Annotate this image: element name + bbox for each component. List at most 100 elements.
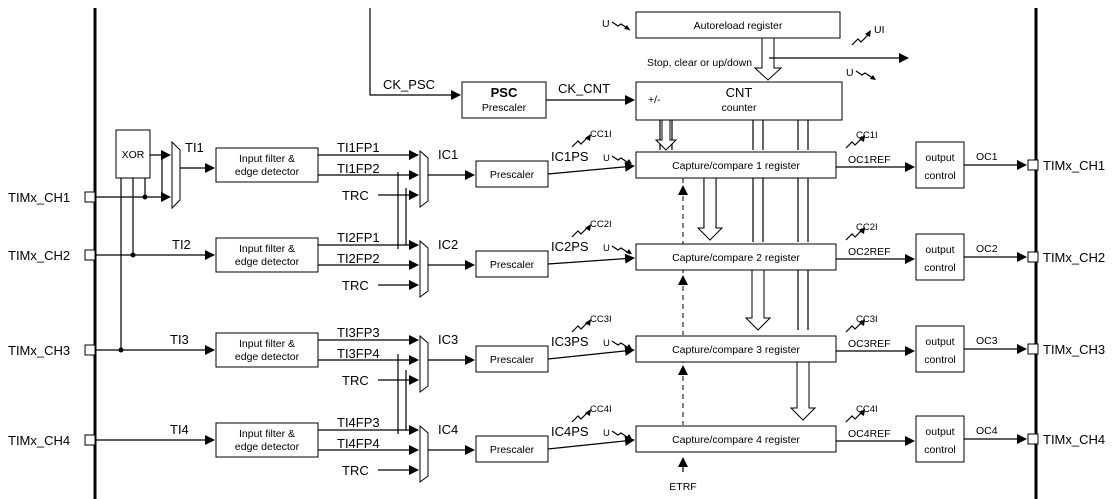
output-pin-box <box>1027 343 1039 355</box>
top-section: CK_PSC PSC Prescaler CK_CNT +/- CNT coun… <box>369 8 909 121</box>
trc-label: TRC <box>342 278 369 293</box>
fp-label-b: TI4FP4 <box>337 436 380 451</box>
oc-label: OC4 <box>976 425 998 437</box>
channel-3 <box>84 319 1039 393</box>
cci-label: CC1I <box>590 129 612 140</box>
output-control-label-1: output <box>925 244 954 256</box>
ic-label: IC4 <box>438 422 458 437</box>
input-pin-box <box>84 191 96 203</box>
xor-block <box>115 129 151 179</box>
ic-select-mux <box>419 424 429 483</box>
u-label: U <box>603 428 610 439</box>
input-pin-box <box>84 249 96 261</box>
channel-2 <box>84 224 1039 298</box>
cci-label: CC4I <box>590 404 612 415</box>
input-pin-label: TIMx_CH2 <box>8 248 70 263</box>
ic-prescaler-label: Prescaler <box>490 444 535 456</box>
icps-label: IC1PS <box>551 149 589 164</box>
etrf-label: ETRF <box>669 481 696 493</box>
filter-label-2: edge detector <box>235 351 300 363</box>
ccreg-label: Capture/compare 3 register <box>672 344 800 356</box>
counter-buses <box>654 119 817 421</box>
input-pin-box <box>84 434 96 446</box>
cci-label: CC3I <box>590 314 612 325</box>
autoreload-label: Autoreload register <box>694 20 783 32</box>
trc-label: TRC <box>342 188 369 203</box>
input-pin-label: TIMx_CH1 <box>8 190 70 205</box>
icps-label: IC2PS <box>551 239 589 254</box>
trc-label: TRC <box>342 463 369 478</box>
fp-label-b: TI3FP4 <box>337 346 380 361</box>
icps-label: IC4PS <box>551 424 589 439</box>
fp-label-b: TI2FP2 <box>337 251 380 266</box>
ic-prescaler-label: Prescaler <box>490 259 535 271</box>
input-filter-block <box>215 237 319 273</box>
output-pin-label: TIMx_CH3 <box>1043 342 1105 357</box>
output-pin-box <box>1027 433 1039 445</box>
ccreg-label: Capture/compare 1 register <box>672 160 800 172</box>
cci-out-label: CC3I <box>856 314 878 325</box>
capture-compare-register <box>635 425 837 453</box>
xor-section: XOR TI1 <box>115 129 215 350</box>
psc-sub-label: Prescaler <box>482 102 527 114</box>
ccreg-label: Capture/compare 2 register <box>672 252 800 264</box>
ic-prescaler-block <box>475 435 549 463</box>
output-control-block <box>915 325 965 373</box>
filter-label-1: Input filter & <box>239 338 295 350</box>
ti1-select-mux <box>171 140 181 210</box>
output-control-label-1: output <box>925 336 954 348</box>
ic-prescaler-label: Prescaler <box>490 169 535 181</box>
output-pin-label: TIMx_CH2 <box>1043 250 1105 265</box>
ocref-label: OC4REF <box>848 428 891 440</box>
fp-label-a: TI2FP1 <box>337 230 380 245</box>
trc-label: TRC <box>342 373 369 388</box>
filter-label-1: Input filter & <box>239 243 295 255</box>
cci-out-label: CC2I <box>856 222 878 233</box>
ti4-label: TI4 <box>170 422 189 437</box>
channel-1 <box>84 134 1039 208</box>
psc-label: PSC <box>491 85 518 100</box>
ti3-label: TI3 <box>170 332 189 347</box>
oc-label: OC1 <box>976 151 998 163</box>
output-control-label-2: control <box>924 354 956 366</box>
filter-label-2: edge detector <box>235 166 300 178</box>
capture-compare-register <box>635 335 837 363</box>
ck-psc-label: CK_PSC <box>383 77 435 92</box>
cci-out-label: CC4I <box>856 404 878 415</box>
output-control-label-1: output <box>925 426 954 438</box>
oc-label: OC3 <box>976 335 998 347</box>
output-control-block <box>915 415 965 463</box>
channel-4 <box>84 409 1039 483</box>
fp-label-a: TI4FP3 <box>337 415 380 430</box>
output-control-label-1: output <box>925 152 954 164</box>
oc-label: OC2 <box>976 243 998 255</box>
autoreload-register <box>635 11 841 39</box>
cci-label: CC2I <box>590 219 612 230</box>
ui-label: UI <box>874 24 885 36</box>
ocref-label: OC1REF <box>848 154 891 166</box>
u-label: U <box>603 153 610 164</box>
ic-label: IC1 <box>438 147 458 162</box>
output-pin-box <box>1027 251 1039 263</box>
input-pin-label: TIMx_CH4 <box>8 433 70 448</box>
stop-clear-label: Stop, clear or up/down <box>647 57 752 69</box>
ic-select-mux <box>419 334 429 393</box>
ic-select-mux <box>419 239 429 298</box>
u-label: U <box>603 243 610 254</box>
fp-label-b: TI1FP2 <box>337 161 380 176</box>
ic-label: IC2 <box>438 237 458 252</box>
cnt-sub-label: counter <box>721 102 757 114</box>
input-pin-box <box>84 344 96 356</box>
cnt-label: CNT <box>726 85 753 100</box>
ck-cnt-label: CK_CNT <box>558 81 610 96</box>
fp-label-a: TI1FP1 <box>337 140 380 155</box>
output-control-label-2: control <box>924 444 956 456</box>
psc-block <box>461 81 547 119</box>
output-pin-box <box>1027 159 1039 171</box>
input-filter-block <box>215 332 319 368</box>
ocref-label: OC2REF <box>848 246 891 258</box>
xor-label: XOR <box>122 149 145 161</box>
ic-label: IC3 <box>438 332 458 347</box>
output-pin-label: TIMx_CH1 <box>1043 158 1105 173</box>
input-filter-block <box>215 422 319 458</box>
